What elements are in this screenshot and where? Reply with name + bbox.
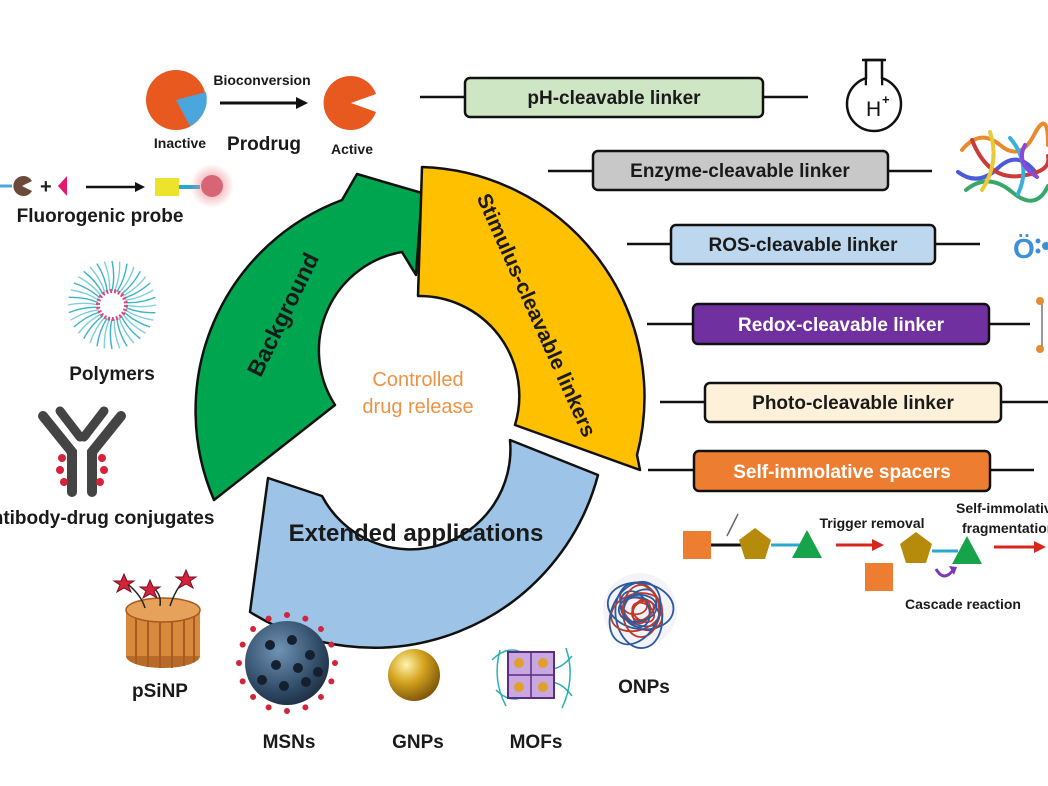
polymers-label: Polymers [69,364,155,385]
inactive-prodrug-icon [146,70,207,130]
svg-text:+: + [40,176,52,198]
extended-segment [248,438,600,649]
linker-photo: Photo-cleavable linker [660,381,1048,424]
linker-enzyme-label: Enzyme-cleavable linker [630,161,850,182]
cascade-reaction-label: Cascade reaction [905,596,1021,612]
bioconversion-arrow-icon [220,97,308,109]
linker-redox-label: Redox-cleavable linker [738,315,945,336]
mof-icon [491,647,573,709]
linker-list: pH-cleavable linker Enzyme-cleavable lin… [420,76,1048,493]
linker-ros-label: ROS-cleavable linker [708,235,898,256]
stimulus-segment [416,165,646,472]
flask-h-label: H [866,98,881,121]
extended-label: Extended applications [289,520,544,547]
center-title-line1: Controlled [372,369,463,391]
linker-ph-label: pH-cleavable linker [527,88,701,109]
adc-label: Antibody-drug conjugates [0,508,214,529]
onp-icon [603,573,677,649]
prodrug-label: Prodrug [227,134,301,155]
linker-ph: pH-cleavable linker [420,76,808,119]
center-title-line2: drug release [362,396,473,418]
active-label: Active [331,141,373,157]
linker-self-immolative-label: Self-immolative spacers [733,462,951,483]
ros-dots-icon [1035,238,1048,254]
background-segment [194,172,424,502]
linker-self-immolative: Self-immolative spacers [648,449,1034,493]
gnp-icon [388,649,440,701]
polymer-micelle-icon [67,260,157,350]
ros-oxygen-icon: Ö [1013,233,1035,264]
self-immolative-scheme [683,513,1046,591]
msn-icon [236,612,338,714]
onps-label: ONPs [618,677,670,698]
inactive-label: Inactive [154,135,206,151]
msns-label: MSNs [263,732,316,753]
fragmentation-label-line1: Self-immolative [956,500,1048,516]
bioconversion-label: Bioconversion [213,72,310,88]
enzyme-protein-icon [956,121,1048,203]
psinp-label: pSiNP [132,681,188,702]
redox-structure-icon [1036,297,1044,353]
flask-icon [845,58,903,133]
linker-enzyme: Enzyme-cleavable linker [548,149,932,192]
mofs-label: MOFs [510,732,563,753]
active-drug-icon [323,76,376,130]
flask-plus-label: + [882,92,890,107]
linker-photo-label: Photo-cleavable linker [752,393,954,414]
fluorogenic-probe-label: Fluorogenic probe [17,206,184,227]
linker-redox: Redox-cleavable linker [647,302,1030,346]
antibody-icon [38,406,126,497]
fragmentation-label-line2: fragmentation [962,520,1048,536]
trigger-removal-label: Trigger removal [819,515,924,531]
psinp-icon [112,568,201,668]
gnps-label: GNPs [392,732,444,753]
linker-ros: ROS-cleavable linker [627,223,980,266]
fluorogenic-probe-icon: + [0,164,234,208]
